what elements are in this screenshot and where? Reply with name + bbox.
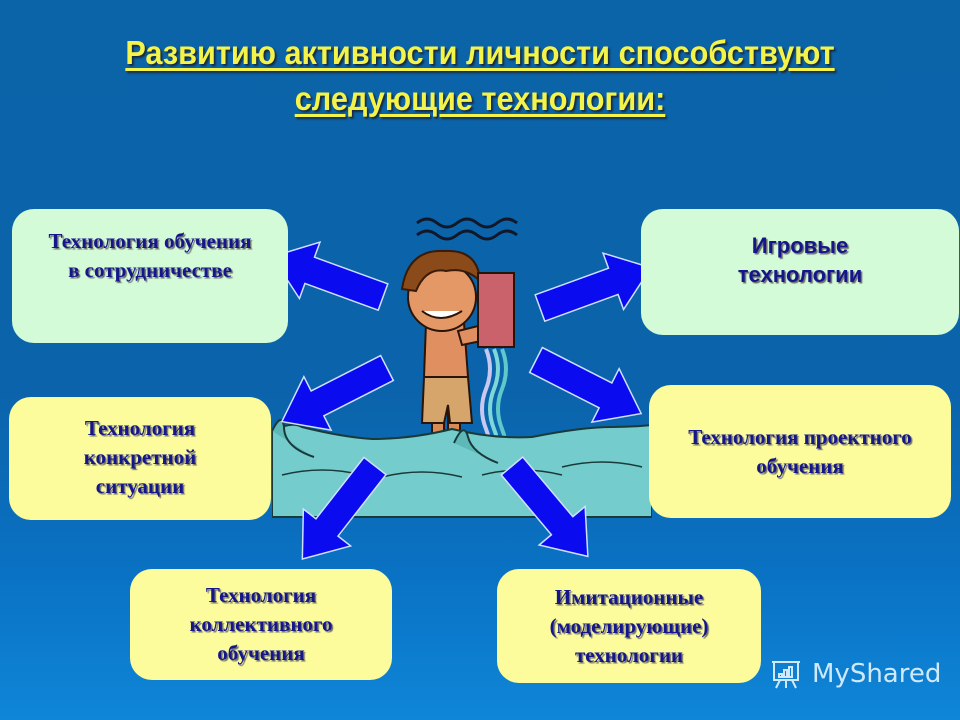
box-collective-learning: Технология коллективного обучения <box>130 569 392 680</box>
central-illustration <box>271 205 653 521</box>
box-text-line: Технология <box>84 416 196 440</box>
myshared-watermark: MyShared <box>768 656 941 692</box>
box-text-line: Игровые <box>751 233 849 258</box>
slide-title: Развитию активности личности способствую… <box>34 30 927 122</box>
watermark-text: MyShared <box>812 659 942 689</box>
box-text-line: конкретной <box>83 445 197 469</box>
box-imitation-technologies: Имитационные (моделирующие) технологии <box>497 569 761 683</box>
box-case-study: Технология конкретной ситуации <box>9 397 271 520</box>
box-text-line: ситуации <box>95 474 185 498</box>
title-line-1: Развитию активности личности способствую… <box>125 34 835 71</box>
box-text-line: Технология <box>205 583 317 607</box>
box-text-line: технологии <box>574 642 684 667</box>
box-text-line: в сотрудничестве <box>68 258 232 282</box>
box-text-line: коллективного <box>189 612 333 636</box>
presentation-board-icon <box>772 661 800 689</box>
box-project-learning: Технология проектного обучения <box>649 385 951 518</box>
box-text-line: (моделирующие) <box>549 613 709 638</box>
box-text-line: технологии <box>737 262 863 287</box>
title-line-2: следующие технологии: <box>294 80 666 117</box>
box-game-technologies: Игровые технологии <box>641 209 959 335</box>
box-text-line: Технология обучения <box>48 229 252 253</box>
wavy-lines-icon <box>416 217 518 241</box>
box-text-line: обучения <box>756 453 844 478</box>
box-text-line: обучения <box>217 641 305 665</box>
box-text-line: Технология проектного <box>688 424 912 449</box>
box-cooperative-learning: Технология обучения в сотрудничестве <box>12 209 288 343</box>
box-text-line: Имитационные <box>554 584 704 609</box>
